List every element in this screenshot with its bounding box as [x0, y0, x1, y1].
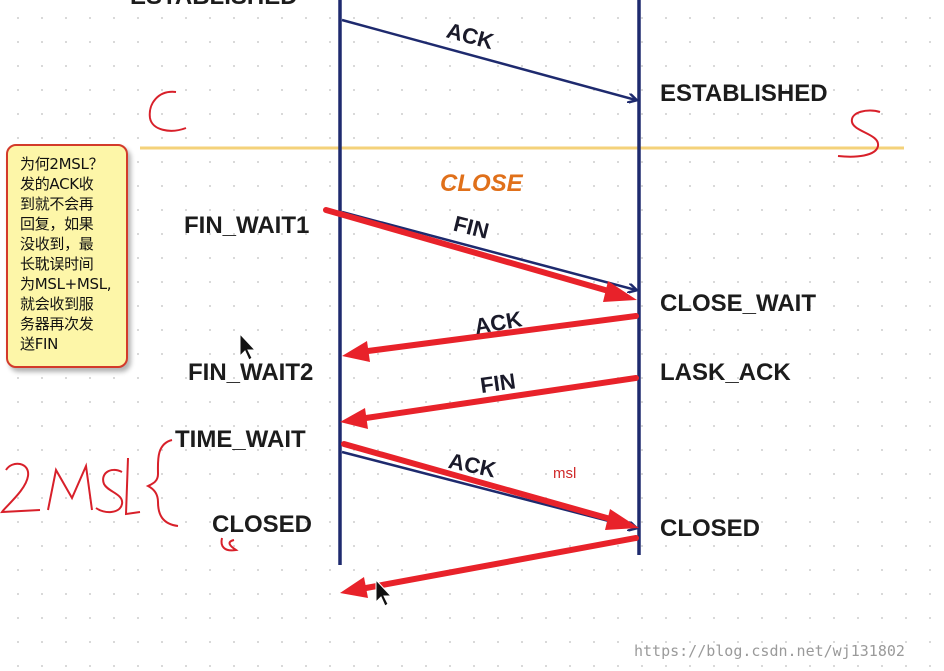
ack-arrow-top: [341, 18, 636, 100]
server-state-closed: CLOSED: [660, 515, 760, 542]
client-state-established: ESTABLISHED: [130, 0, 298, 10]
fin-label-2: FIN: [479, 368, 518, 398]
note-text: 为何2MSL？ 发的ACK收 到就不会再 回复，如果 没收到，最 长耽误时间 为…: [20, 155, 112, 353]
red-ack-arrow-1: [342, 313, 639, 362]
handwritten-s: [837, 109, 881, 158]
handwritten-2msl: [0, 439, 179, 527]
client-state-closed: CLOSED: [212, 511, 312, 538]
fin-label-1: FIN: [451, 211, 491, 244]
close-section-title: CLOSE: [440, 170, 524, 197]
client-state-fin-wait2: FIN_WAIT2: [188, 359, 313, 386]
watermark: https://blog.csdn.net/wj131802: [634, 642, 905, 660]
red-fin-arrow-2: [340, 375, 639, 429]
msl-note: msl: [553, 465, 576, 482]
server-state-last-ack: LASK_ACK: [660, 359, 791, 386]
mouse-cursor-icon-2: [375, 578, 393, 607]
client-state-fin-wait1: FIN_WAIT1: [184, 212, 309, 239]
server-state-close-wait: CLOSE_WAIT: [660, 290, 816, 317]
client-state-time-wait: TIME_WAIT: [175, 426, 306, 453]
handwritten-x-mark: [220, 537, 239, 552]
red-fin-arrow-3: [340, 535, 639, 598]
server-state-established: ESTABLISHED: [660, 80, 828, 107]
note-box: 为何2MSL？ 发的ACK收 到就不会再 回复，如果 没收到，最 长耽误时间 为…: [6, 144, 128, 368]
red-fin-arrow-1: [323, 207, 637, 302]
handwritten-c: [148, 90, 187, 132]
mouse-cursor-icon: [239, 332, 257, 361]
fin-arrow-navy: [341, 210, 636, 290]
red-ack-arrow-2: [341, 441, 639, 530]
